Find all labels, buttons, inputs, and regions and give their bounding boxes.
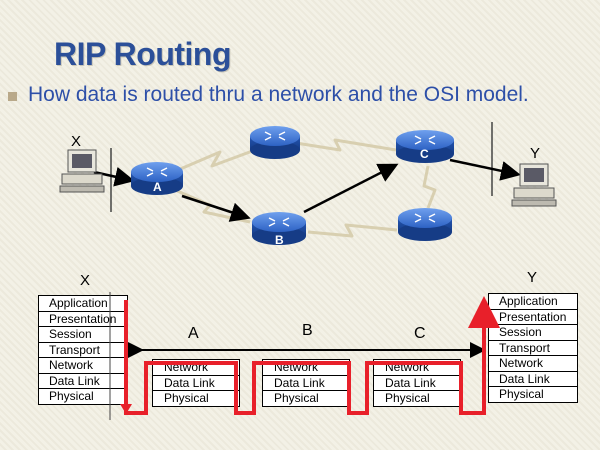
computer-y-icon [511,163,557,207]
host-x-layer: Data Link [38,372,128,390]
host-y-label: Y [530,145,540,162]
host-x-label: X [71,133,81,150]
host-y-layer: Transport [488,339,578,357]
host-y-layer: Physical [488,386,578,403]
router-a-layer: Network [152,359,240,376]
hop-label-c: C [414,325,426,342]
host-y-layer: Data Link [488,370,578,388]
arrow-b-to-c [303,163,399,214]
osi-host-y-label: Y [527,269,537,286]
host-y-layer: Network [488,355,578,372]
slide-title: RIP Routing [54,36,232,72]
arrow-c-to-y [449,158,521,181]
host-y-layer: Presentation [488,308,578,326]
router-bottom-icon [398,208,452,241]
arrow-x-to-a [93,166,135,187]
host-x-layer: Presentation [38,310,128,328]
router-a-icon [131,162,183,195]
router-b-layer: Network [262,359,350,376]
arrow-a-to-b [181,194,251,222]
link-a-b-sand [174,188,251,224]
host-x-layer: Session [38,326,128,343]
osi-host-x-label: X [80,272,90,289]
router-a-layer: Data Link [152,374,240,392]
router-c-layer: Data Link [373,374,461,392]
router-b-layer: Physical [262,390,350,407]
slide-subtitle: How data is routed thru a network and th… [28,83,529,106]
hop-label-a: A [188,325,199,342]
bullet-marker [8,92,17,101]
host-x-layer: Application [38,295,128,312]
link-b-bottom [307,223,398,238]
router-a-layer: Physical [152,390,240,407]
router-b-label: B [275,233,284,247]
router-b-icon [252,212,306,245]
host-x-layer: Network [38,357,128,374]
link-bottom-c [422,165,437,209]
network-links [174,138,437,238]
host-x-layer: Physical [38,388,128,405]
router-c-icon [396,130,454,163]
link-a-top [177,148,256,172]
router-a-label: A [153,180,162,194]
router-c-layer: Physical [373,390,461,407]
host-y-layer: Session [488,324,578,341]
computer-x-icon [59,149,105,193]
router-c-label: C [420,147,429,161]
link-top-c [295,138,397,152]
router-b-layer: Data Link [262,374,350,392]
hop-label-b: B [302,322,313,339]
router-top-icon [250,126,300,159]
host-y-layer: Application [488,293,578,310]
router-c-layer: Network [373,359,461,376]
host-x-layer: Transport [38,341,128,359]
